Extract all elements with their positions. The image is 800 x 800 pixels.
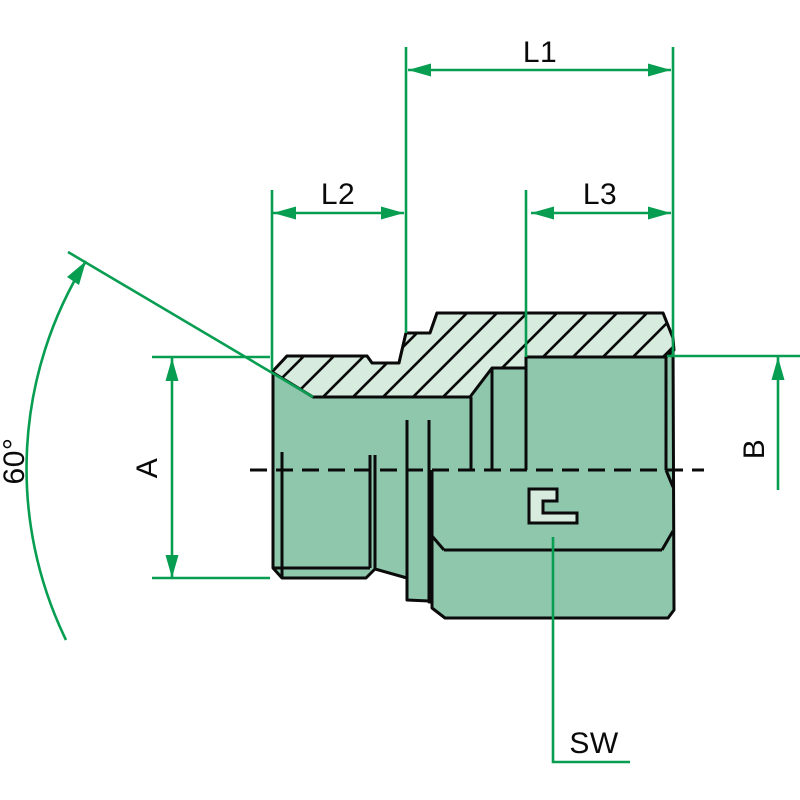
dimension-l3: L3	[524, 178, 671, 357]
l1-arrow-left	[408, 63, 431, 77]
a-arrow-bottom	[165, 555, 179, 578]
dimension-sw: SW	[551, 537, 630, 764]
fitting-body	[270, 311, 676, 620]
a-label: A	[131, 458, 164, 479]
port-opening-chamfer	[664, 469, 675, 488]
b-label: B	[738, 439, 771, 460]
angle-label: 60°	[0, 438, 31, 485]
internal-edges	[273, 357, 675, 608]
dimension-l1: L1	[404, 36, 675, 357]
hex-facet-bevel-left	[430, 535, 446, 551]
sw-leader-line	[551, 537, 630, 764]
dimension-l2: L2	[270, 178, 404, 370]
l2-arrow-right	[381, 206, 404, 220]
section-hatch-lines	[272, 313, 674, 397]
sw-label: SW	[569, 727, 619, 760]
l1-label: L1	[523, 36, 557, 69]
a-arrow-top	[165, 358, 179, 381]
brand-logo-glyph	[527, 487, 579, 525]
l3-label: L3	[583, 178, 617, 211]
cone-construction-line	[67, 250, 314, 399]
dimension-angle-60: 60°	[0, 250, 314, 641]
l3-arrow-left	[531, 206, 554, 220]
angle-arc-arrow	[67, 261, 86, 285]
l1-arrow-right	[648, 63, 671, 77]
angle-arc	[25, 260, 88, 641]
l2-arrow-left	[273, 206, 296, 220]
l3-arrow-right	[648, 206, 671, 220]
l2-label: L2	[321, 178, 355, 211]
dimension-a: A	[131, 355, 270, 580]
b-arrow-top	[771, 357, 785, 380]
dimension-b: B	[667, 354, 800, 490]
hex-facet-bevel-right	[660, 530, 675, 551]
